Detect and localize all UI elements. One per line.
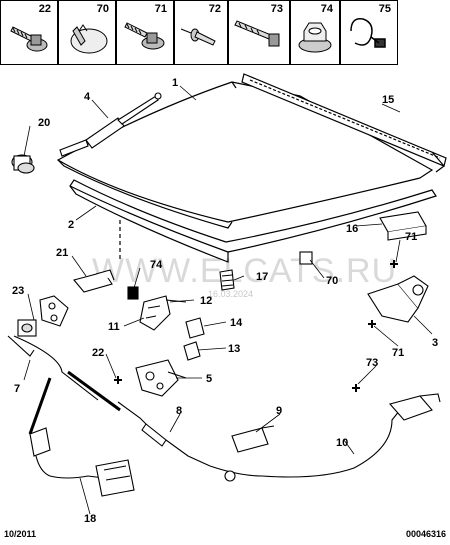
plug-clip-icon [70, 24, 108, 54]
part-number: 70 [96, 3, 109, 15]
callout-23: 23 [12, 285, 24, 297]
part-cell-72: 72 [174, 0, 228, 65]
part-number: 72 [208, 3, 221, 15]
watermark-date: 16.03.2024 [208, 289, 253, 299]
callout-labels: 1 4 15 20 2 16 71 21 74 17 70 23 12 11 1… [12, 77, 438, 525]
callout-3: 3 [432, 337, 438, 349]
long-screw-icon [234, 20, 280, 47]
part-number: 75 [378, 3, 391, 15]
callout-13: 13 [228, 343, 240, 355]
callout-5: 5 [206, 373, 212, 385]
callout-11: 11 [108, 321, 120, 333]
part-cell-74: 74 [290, 0, 340, 65]
callout-16: 16 [346, 223, 358, 235]
callout-4: 4 [84, 91, 91, 103]
rivet-icon [180, 28, 216, 46]
part-number: 74 [320, 3, 333, 15]
flange-nut-icon [298, 22, 332, 53]
release-cable-drawing [7, 335, 441, 482]
footer-date: 10/2011 [4, 529, 37, 539]
callout-7: 7 [14, 383, 20, 395]
bolt-washer-icon [10, 26, 48, 52]
callout-20: 20 [38, 117, 50, 129]
part-cell-71: 71 [116, 0, 174, 65]
bonnet-panel-drawing [56, 73, 447, 263]
part-cell-70: 70 [58, 0, 116, 65]
watermark-text: WWW.ELCATS.RU [92, 252, 397, 290]
callout-1: 1 [172, 77, 178, 89]
insulation-pad-drawing [219, 211, 427, 291]
safety-catch-drawing [17, 269, 139, 337]
cable-tie-icon [350, 18, 386, 48]
fastener-strip: 22 70 71 [0, 0, 450, 65]
part-number: 73 [270, 3, 283, 15]
callout-18: 18 [84, 513, 96, 525]
callout-15: 15 [382, 94, 394, 106]
callout-71-top: 71 [405, 231, 417, 243]
callout-14: 14 [230, 317, 243, 329]
part-number: 71 [154, 3, 167, 15]
position-markers [114, 260, 398, 392]
callout-10: 10 [336, 437, 348, 449]
release-handle-drawing [29, 427, 135, 497]
callout-12: 12 [200, 295, 212, 307]
callout-9: 9 [276, 405, 282, 417]
gas-strut-drawing [59, 92, 162, 157]
callout-17: 17 [256, 271, 268, 283]
screw-washer-icon [124, 22, 165, 50]
callout-21: 21 [56, 247, 68, 259]
callout-74: 74 [150, 259, 163, 271]
callout-73: 73 [366, 357, 378, 369]
hinge-drawing [367, 275, 429, 323]
part-cell-22: 22 [0, 0, 58, 65]
callout-70: 70 [326, 275, 338, 287]
part-cell-75: 75 [340, 0, 398, 65]
footer-reference: 00046316 [405, 529, 446, 539]
part-number: 22 [38, 3, 51, 15]
callout-2: 2 [68, 219, 74, 231]
bump-stop-drawing [11, 154, 35, 174]
leader-lines [23, 85, 433, 515]
callout-71-bottom: 71 [392, 347, 404, 359]
lock-mechanism-drawing [135, 295, 205, 397]
callout-8: 8 [176, 405, 182, 417]
callout-22: 22 [92, 347, 104, 359]
part-cell-73: 73 [228, 0, 290, 65]
